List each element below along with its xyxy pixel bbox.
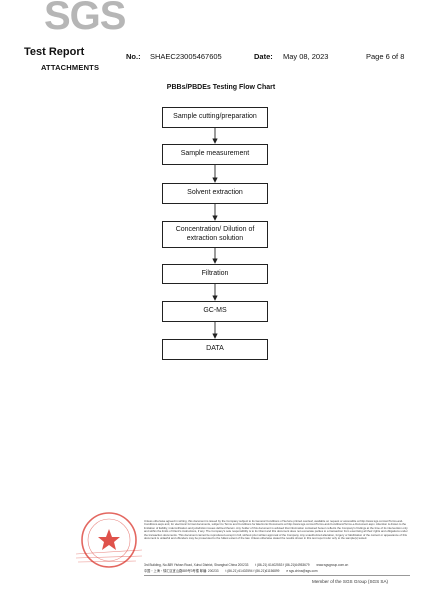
flow-chart-title: PBBs/PBDEs Testing Flow Chart [166,84,276,91]
flow-step-gc-ms: GC-MS [162,301,268,322]
flow-step-solvent-extraction: Solvent extraction [162,183,268,204]
section-heading: ATTACHMENTS [41,63,100,72]
flow-step-concentration-dilution: Concentration/ Dilution of extraction so… [162,221,268,248]
footer-address-cn: 中国・上海・徐汇区宜山路889号3号楼 邮编: 200233 [144,569,219,573]
sgs-logo: SGS [44,0,126,38]
footer-tel-en: t (86-21) 61402553 f (86-21)64953679 [255,563,310,567]
footer-address-en-row: 3rd Building, No.889 Yishan Road, Xuhui … [144,563,348,567]
flow-step-data: DATA [162,339,268,360]
footer-divider [144,575,410,576]
report-no-label: No.: [126,52,141,61]
flow-step-sample-cutting: Sample cutting/preparation [162,107,268,128]
footer-web-cn: e sgs.china@sgs.com [286,569,318,573]
footer-address-cn-row: 中国・上海・徐汇区宜山路889号3号楼 邮编: 200233 t (86-21)… [144,568,318,573]
footer-tel-cn: t (86-21) 61402594 f (86-21)61156899 [225,569,280,573]
footer-web-en: www.sgsgroup.com.cn [316,563,349,567]
flow-step-sample-measurement: Sample measurement [162,144,268,165]
flow-step-filtration: Filtration [162,264,268,284]
footer-disclaimer: Unless otherwise agreed in writing, this… [144,519,408,541]
footer-address-en: 3rd Building, No.889 Yishan Road, Xuhui … [144,563,249,567]
date-value: May 08, 2023 [283,52,329,61]
footer-member-line: Member of the SGS Group (SGS SA) [312,579,389,584]
date-label: Date: [254,52,273,61]
company-seal-stamp [75,512,143,568]
page-number: Page 6 of 8 [366,52,405,61]
report-no-value: SHAEC23005467605 [150,52,222,61]
report-title: Test Report [24,46,85,58]
